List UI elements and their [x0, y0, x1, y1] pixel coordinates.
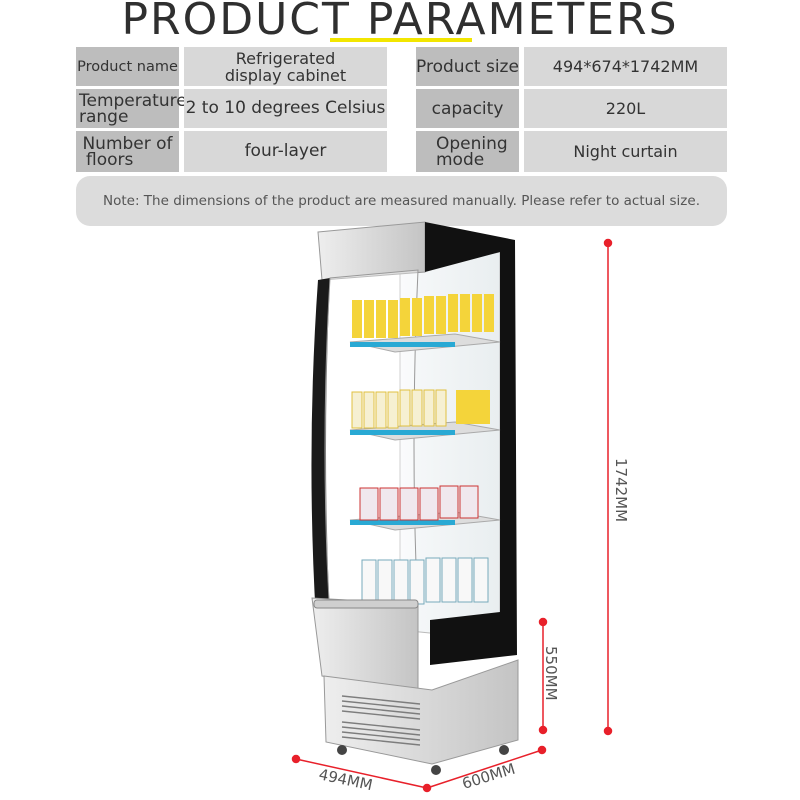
title-underline — [330, 38, 472, 42]
opening-label: Opening mode — [416, 131, 519, 172]
product-size-label: Product size — [416, 47, 519, 86]
cabinet-left-frame — [311, 278, 330, 620]
shelf-1-edge — [350, 342, 455, 347]
temperature-label-line1: Temperature — [79, 90, 187, 111]
floors-label-line2: floors — [86, 149, 134, 170]
product-name-value: Refrigerated display cabinet — [184, 47, 387, 86]
products-row-4 — [361, 557, 489, 605]
depth-label: 600MM — [460, 760, 517, 793]
width-dim-left-dot — [291, 754, 301, 764]
shelf-2-edge — [350, 430, 455, 435]
cabinet-side-panel — [425, 222, 517, 665]
floors-label: Number of floors — [76, 131, 179, 172]
display-cabinet — [311, 221, 519, 775]
floors-value: four-layer — [184, 131, 387, 172]
base-dim-bottom-dot — [538, 725, 548, 735]
base-height-label: 550MM — [542, 646, 560, 701]
cabinet-base — [323, 659, 519, 765]
products — [351, 294, 494, 605]
temperature-label: Temperature range — [76, 89, 187, 128]
width-label: 494MM — [317, 765, 374, 794]
vent-grille — [341, 695, 421, 746]
depth-dim-right-dot — [537, 745, 547, 755]
temperature-value: 2 to 10 degrees Celsius — [184, 89, 387, 128]
height-dim-top-dot — [603, 238, 613, 248]
capacity-label: capacity — [416, 89, 519, 128]
opening-label-line2: mode — [436, 149, 485, 170]
shelf-3-edge — [350, 520, 455, 525]
opening-label-line1: Opening — [436, 133, 508, 154]
product-name-value-line2: display cabinet — [224, 65, 347, 85]
products-row-1 — [352, 294, 494, 338]
floors-label-line1: Number of — [82, 133, 173, 154]
product-name-label: Product name — [76, 47, 179, 86]
height-dim-bottom-dot — [603, 726, 613, 736]
opening-value: Night curtain — [524, 131, 727, 172]
depth-dimension-line — [426, 749, 543, 789]
height-label: 1742MM — [612, 458, 630, 522]
capacity-value: 220L — [524, 89, 727, 128]
product-size-value: 494*674*1742MM — [524, 47, 727, 86]
base-dim-top-dot — [538, 617, 548, 627]
products-row-2 — [351, 389, 490, 429]
casters — [337, 745, 509, 775]
curtain-bar — [313, 599, 419, 609]
dimension-lines — [291, 238, 613, 793]
product-name-value-line1: Refrigerated — [235, 48, 336, 68]
temperature-label-line2: range — [79, 106, 129, 127]
page-title: PRODUCT PARAMETERS — [121, 0, 679, 45]
products-row-3 — [359, 485, 479, 521]
measurement-note: Note: The dimensions of the product are … — [76, 176, 727, 226]
width-dimension-line — [295, 758, 428, 789]
